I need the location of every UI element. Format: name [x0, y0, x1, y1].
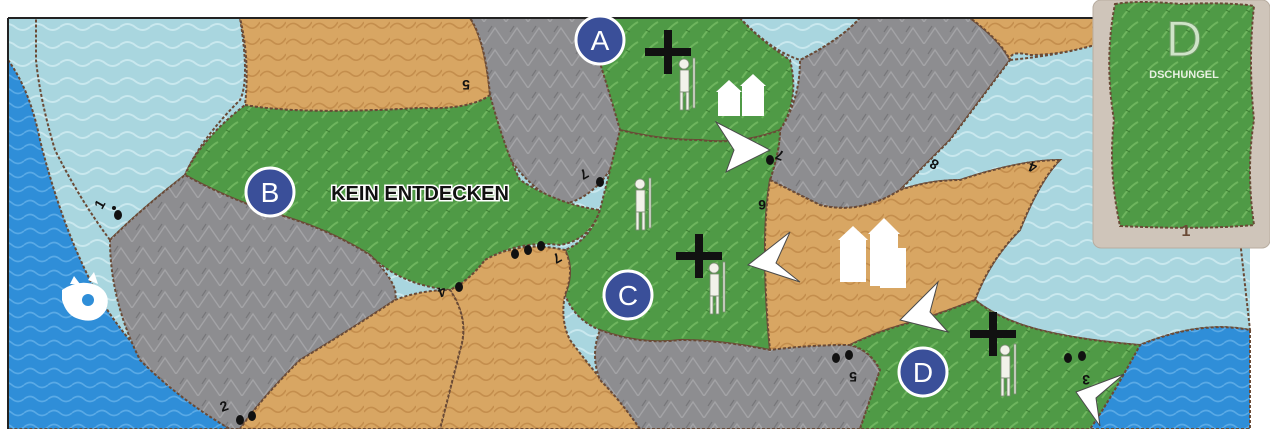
board-frame [7, 17, 1095, 429]
cost-number: 5 [462, 77, 470, 93]
cross-icon [970, 312, 1016, 356]
card-number: 1 [1182, 223, 1191, 240]
footprint-icon [112, 206, 122, 220]
village-icon [838, 218, 906, 288]
desert-region-bottom-left [238, 288, 465, 429]
footprint-icon [766, 155, 774, 165]
region-marker-d-letter: D [913, 357, 933, 388]
footprint-icon [596, 177, 604, 187]
shallow-region-top-left [35, 17, 246, 242]
cross-icon [676, 234, 722, 278]
cross-icon [645, 30, 691, 74]
terrain-card[interactable]: D DSCHUNGEL 1 [1092, 0, 1270, 249]
compass-arrow-icon [899, 280, 950, 333]
cost-number: 6 [758, 197, 766, 213]
footprint-icon [1064, 351, 1086, 363]
desert-region-right [763, 158, 1063, 352]
card-title: DSCHUNGEL [1149, 69, 1219, 81]
mountain-region-left [108, 173, 397, 429]
footprint-icon [511, 241, 545, 259]
desert-region-top [238, 17, 492, 112]
cost-number: 3 [1082, 372, 1090, 388]
region-marker-b[interactable]: B [244, 166, 296, 218]
footprint-icon [455, 282, 463, 292]
explorer-figure-icon [678, 57, 696, 111]
explorer-figure-icon [634, 177, 652, 231]
village-icon [716, 74, 766, 116]
card-letter: D [1166, 11, 1202, 67]
compass-arrow-icon [1075, 373, 1125, 427]
explorer-figure-icon [708, 261, 726, 315]
region-marker-d[interactable]: D [897, 346, 949, 398]
region-marker-b-letter: B [261, 177, 280, 208]
region-marker-a-letter: A [591, 25, 610, 56]
region-marker-c-letter: C [618, 280, 638, 311]
footprint-icon [236, 411, 256, 425]
no-explore-label: KEIN ENTDECKEN [331, 183, 509, 205]
explorer-figure-icon [999, 343, 1017, 397]
sea-serpent-icon [62, 272, 108, 321]
region-marker-c[interactable]: C [602, 269, 654, 321]
shallow-region-top-right [737, 17, 863, 62]
region-marker-a[interactable]: A [574, 14, 626, 66]
compass-arrow-icon [714, 120, 772, 174]
compass-arrow-icon [746, 231, 801, 283]
cost-number: 5 [849, 369, 857, 385]
footprint-icon [832, 350, 853, 363]
